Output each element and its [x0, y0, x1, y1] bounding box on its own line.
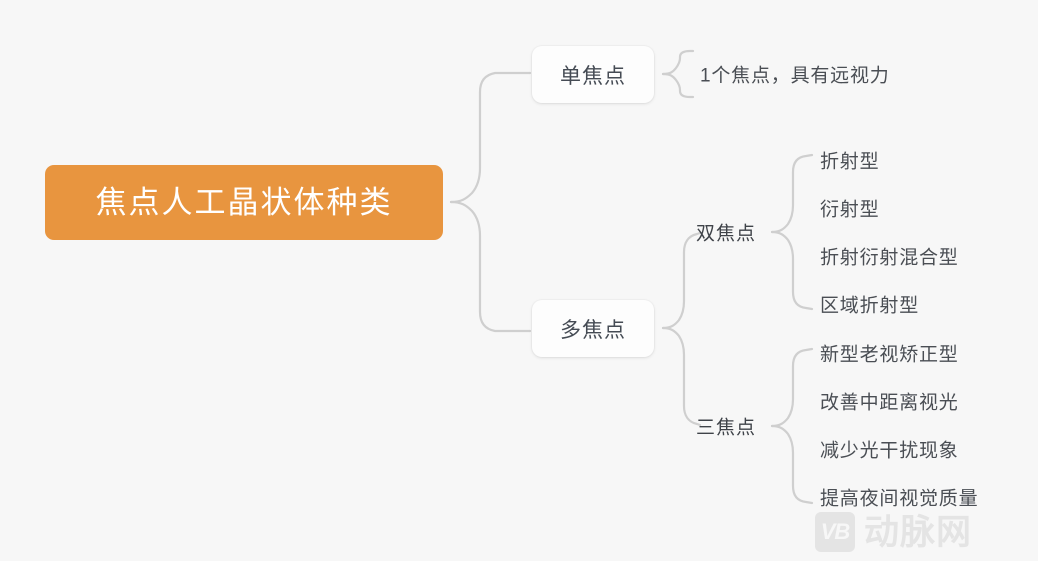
connector-multi-brace	[661, 231, 702, 330]
leaf-bifocal-1: 衍射型	[820, 199, 880, 221]
leaf-bifocal-0: 折射型	[820, 151, 880, 173]
node-multifocal[interactable]: 多焦点	[532, 300, 654, 357]
vb-logo-icon: VB	[815, 512, 855, 552]
node-multifocal-label: 多焦点	[560, 318, 626, 342]
leaf-bifocal-3: 区域折射型	[820, 295, 920, 317]
watermark-brand-text: 动脉网	[864, 512, 973, 552]
leaf-single-focus-description: 1个焦点，具有远视力	[700, 65, 890, 87]
node-single-focus[interactable]: 单焦点	[532, 46, 654, 103]
leaf-bifocal-2: 折射衍射混合型	[820, 247, 959, 269]
node-bifocal[interactable]: 双焦点	[696, 223, 757, 245]
leaf-trifocal-3: 提高夜间视觉质量	[820, 488, 979, 510]
leaf-trifocal-1: 改善中距离视光	[820, 392, 959, 414]
connector-root-brace	[449, 71, 532, 204]
leaf-trifocal-0: 新型老视矫正型	[820, 344, 959, 366]
node-single-focus-label: 单焦点	[560, 64, 626, 88]
connector-single-brace	[661, 49, 695, 76]
watermark: VB 动脉网	[815, 512, 972, 552]
leaf-trifocal-2: 减少光干扰现象	[820, 440, 959, 462]
root-node[interactable]: 焦点人工晶状体种类	[45, 165, 443, 240]
connector-bifocal-brace	[770, 153, 814, 234]
root-node-label: 焦点人工晶状体种类	[95, 185, 393, 220]
connector-trifocal-brace	[770, 347, 814, 428]
node-trifocal[interactable]: 三焦点	[696, 417, 757, 439]
